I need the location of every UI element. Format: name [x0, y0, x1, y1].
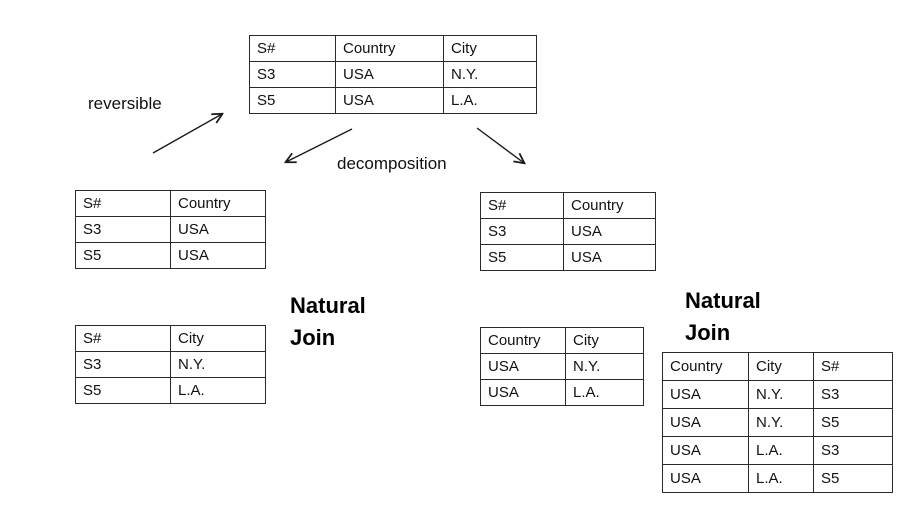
table-cell: USA	[480, 353, 566, 380]
table-cell: N.Y.	[748, 408, 814, 437]
table-row: USA N.Y. S3	[662, 380, 893, 409]
table-row: S3 N.Y.	[75, 351, 266, 378]
header-cell: City	[170, 325, 266, 352]
table-header-row: S# City	[75, 325, 266, 352]
join-result-table: Country City S# USA N.Y. S3 USA N.Y. S5 …	[662, 352, 893, 493]
table-cell: USA	[563, 244, 656, 271]
header-cell: City	[748, 352, 814, 381]
header-cell: Country	[335, 35, 444, 62]
table-cell: S5	[249, 87, 336, 114]
right-country-table: S# Country S3 USA S5 USA	[480, 192, 656, 271]
top-table: S# Country City S3 USA N.Y. S5 USA L.A.	[249, 35, 537, 114]
table-row: S5 USA L.A.	[249, 87, 537, 114]
table-cell: USA	[662, 380, 749, 409]
table-cell: L.A.	[443, 87, 537, 114]
natural-join-label-right: Natural Join	[685, 288, 761, 345]
decomposition-arrow-right	[476, 127, 524, 163]
table-cell: S3	[249, 61, 336, 88]
table-cell: L.A.	[748, 436, 814, 465]
table-cell: N.Y.	[170, 351, 266, 378]
header-cell: S#	[813, 352, 893, 381]
table-cell: S5	[813, 464, 893, 493]
table-cell: USA	[335, 61, 444, 88]
table-row: S3 USA	[75, 216, 266, 243]
table-row: USA N.Y. S5	[662, 408, 893, 437]
table-cell: USA	[170, 242, 266, 269]
table-header-row: Country City S#	[662, 352, 893, 381]
table-header-row: Country City	[480, 327, 644, 354]
table-header-row: S# Country	[480, 192, 656, 219]
header-cell: S#	[480, 192, 564, 219]
table-row: S5 USA	[75, 242, 266, 269]
table-cell: S5	[75, 377, 171, 404]
table-cell: USA	[480, 379, 566, 406]
header-cell: Country	[170, 190, 266, 217]
table-cell: USA	[563, 218, 656, 245]
table-cell: S5	[480, 244, 564, 271]
table-cell: USA	[335, 87, 444, 114]
table-cell: L.A.	[748, 464, 814, 493]
table-cell: S5	[75, 242, 171, 269]
table-cell: L.A.	[170, 377, 266, 404]
right-city-table: Country City USA N.Y. USA L.A.	[480, 327, 644, 406]
header-cell: S#	[75, 325, 171, 352]
natural-join-label-left: Natural Join	[290, 293, 366, 350]
table-row: S3 USA N.Y.	[249, 61, 537, 88]
table-header-row: S# Country City	[249, 35, 537, 62]
table-cell: USA	[662, 464, 749, 493]
table-row: S3 USA	[480, 218, 656, 245]
header-cell: Country	[563, 192, 656, 219]
table-cell: N.Y.	[443, 61, 537, 88]
table-cell: USA	[662, 436, 749, 465]
left-city-table: S# City S3 N.Y. S5 L.A.	[75, 325, 266, 404]
decomposition-label: decomposition	[337, 154, 447, 173]
table-cell: S3	[813, 380, 893, 409]
table-row: USA N.Y.	[480, 353, 644, 380]
table-row: USA L.A. S5	[662, 464, 893, 493]
table-cell: USA	[662, 408, 749, 437]
table-cell: N.Y.	[748, 380, 814, 409]
table-cell: S3	[813, 436, 893, 465]
table-row: S5 L.A.	[75, 377, 266, 404]
table-cell: N.Y.	[565, 353, 644, 380]
table-header-row: S# Country	[75, 190, 266, 217]
header-cell: S#	[249, 35, 336, 62]
reversible-label: reversible	[88, 94, 162, 113]
table-cell: L.A.	[565, 379, 644, 406]
left-country-table: S# Country S3 USA S5 USA	[75, 190, 266, 269]
table-cell: S3	[480, 218, 564, 245]
table-row: S5 USA	[480, 244, 656, 271]
header-cell: Country	[480, 327, 566, 354]
table-cell: S3	[75, 351, 171, 378]
table-cell: S5	[813, 408, 893, 437]
header-cell: City	[443, 35, 537, 62]
table-cell: USA	[170, 216, 266, 243]
header-cell: S#	[75, 190, 171, 217]
reversible-arrow	[152, 114, 222, 154]
table-cell: S3	[75, 216, 171, 243]
table-row: USA L.A. S3	[662, 436, 893, 465]
table-row: USA L.A.	[480, 379, 644, 406]
header-cell: Country	[662, 352, 749, 381]
header-cell: City	[565, 327, 644, 354]
